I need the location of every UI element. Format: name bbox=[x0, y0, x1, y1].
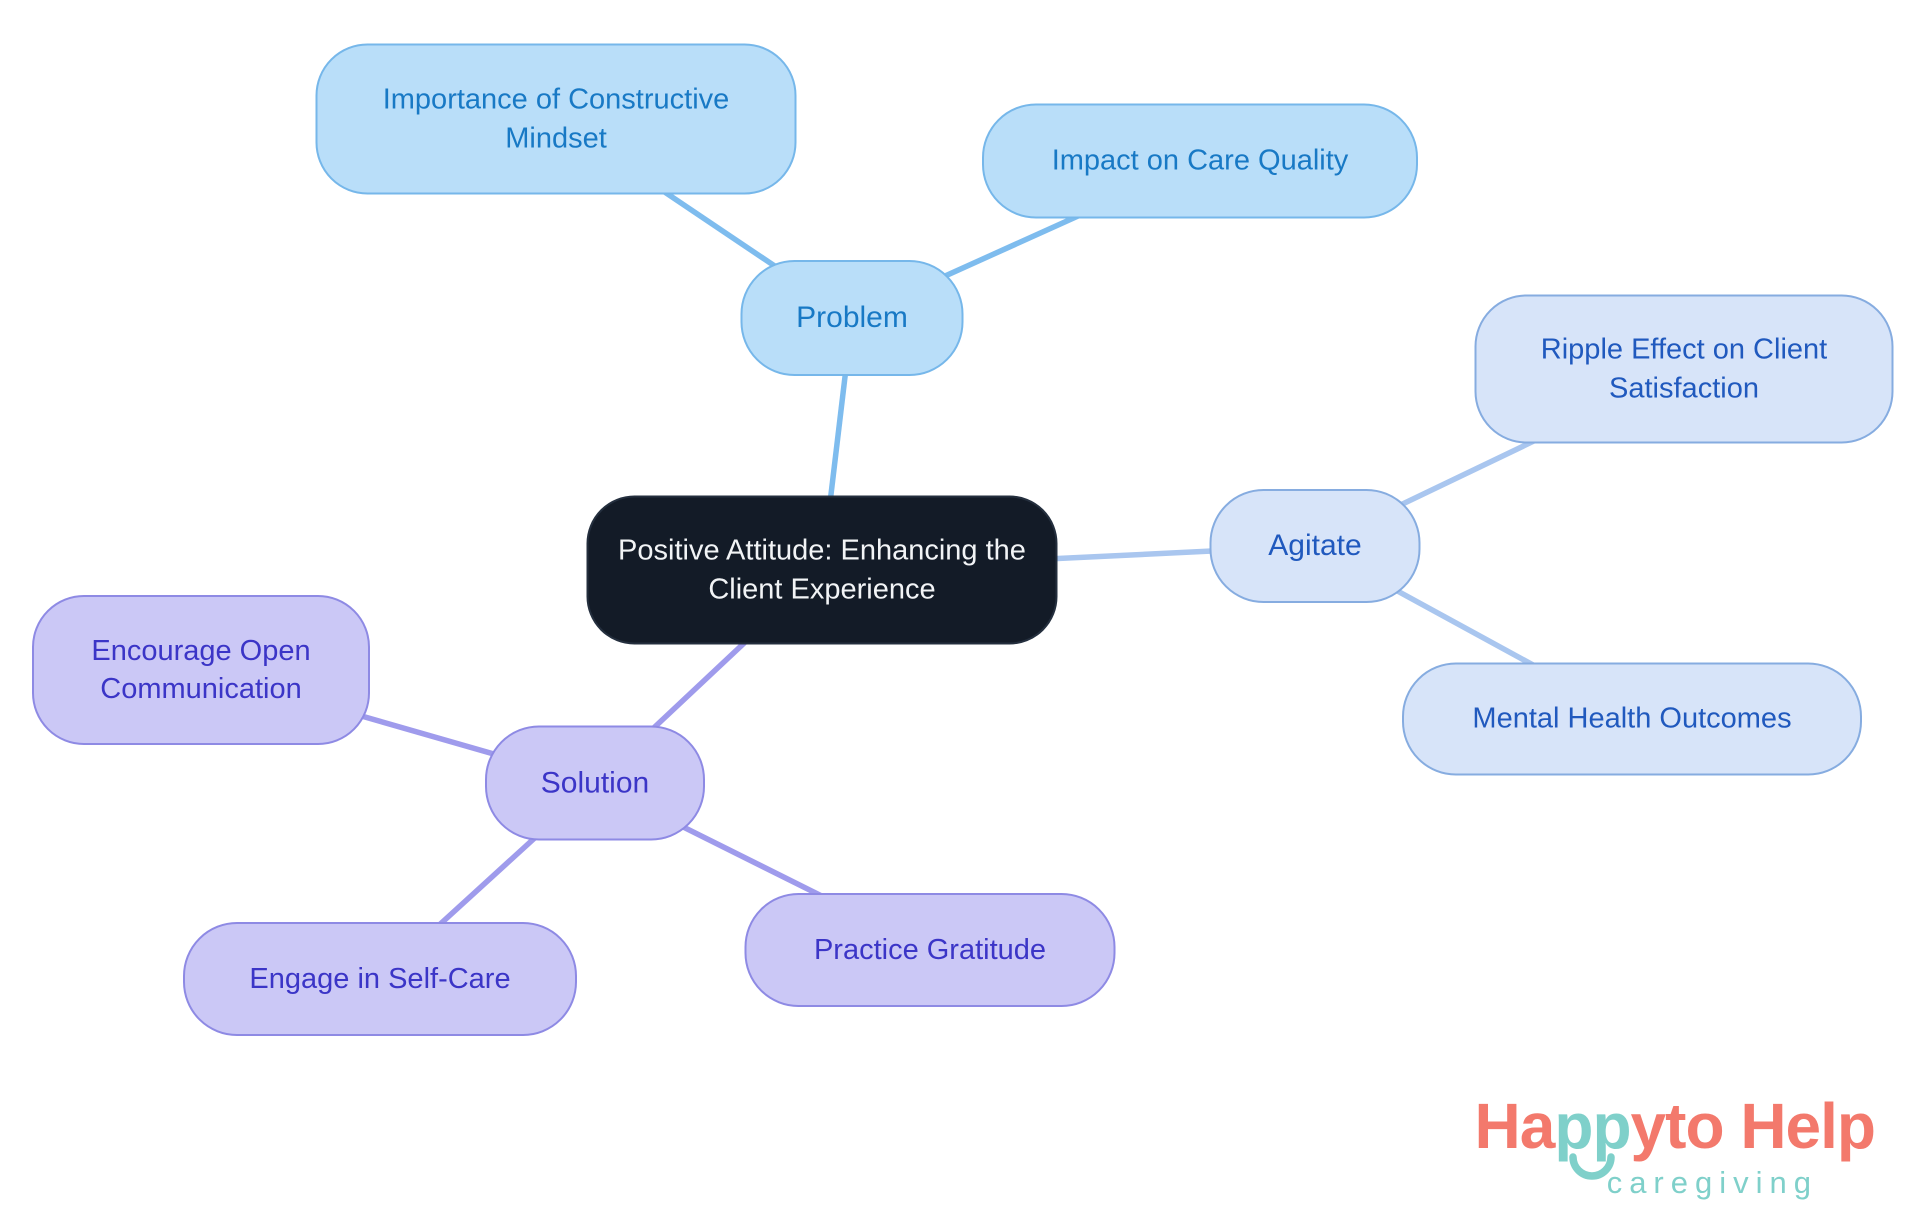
node-label: Mental Health Outcomes bbox=[1472, 702, 1792, 735]
node-ripple[interactable]: Ripple Effect on Client Satisfaction bbox=[1474, 294, 1894, 444]
node-label: Agitate bbox=[1268, 529, 1362, 563]
node-label: Practice Gratitude bbox=[813, 933, 1047, 966]
logo-part-ha: Ha bbox=[1475, 1094, 1556, 1158]
node-label: Problem bbox=[796, 301, 908, 335]
logo-smile-icon bbox=[1569, 1153, 1616, 1180]
node-solution[interactable]: Solution bbox=[485, 725, 705, 841]
node-problem[interactable]: Problem bbox=[740, 260, 964, 376]
node-central[interactable]: Positive Attitude: Enhancing the Client … bbox=[586, 495, 1058, 645]
logo-tagline: caregiving bbox=[1606, 1165, 1818, 1200]
node-importance[interactable]: Importance of Constructive Mindset bbox=[315, 43, 797, 195]
node-label: Ripple Effect on Client Satisfaction bbox=[1540, 333, 1828, 404]
node-gratitude[interactable]: Practice Gratitude bbox=[744, 893, 1116, 1007]
node-engage[interactable]: Engage in Self-Care bbox=[183, 922, 577, 1036]
logo-part-text: Ha bbox=[1474, 1090, 1556, 1162]
logo-part-text: to Help bbox=[1665, 1090, 1876, 1162]
node-label: Engage in Self-Care bbox=[249, 962, 511, 995]
node-impact[interactable]: Impact on Care Quality bbox=[982, 103, 1418, 219]
logo-part-pp: pp bbox=[1554, 1094, 1632, 1180]
node-label: Encourage Open Communication bbox=[91, 634, 311, 705]
node-mental[interactable]: Mental Health Outcomes bbox=[1402, 662, 1862, 776]
logo-part-y: y bbox=[1631, 1094, 1667, 1158]
node-label: Solution bbox=[540, 766, 650, 800]
node-label: Positive Attitude: Enhancing the Client … bbox=[618, 534, 1026, 605]
node-label: Importance of Constructive Mindset bbox=[382, 83, 730, 154]
node-label: Impact on Care Quality bbox=[1051, 144, 1349, 177]
logo-part-text: y bbox=[1630, 1090, 1667, 1162]
logo-part-text: pp bbox=[1554, 1090, 1631, 1162]
node-encourage[interactable]: Encourage Open Communication bbox=[32, 595, 370, 745]
logo-part-to-help: to Help bbox=[1665, 1094, 1876, 1158]
node-agitate[interactable]: Agitate bbox=[1209, 489, 1421, 603]
